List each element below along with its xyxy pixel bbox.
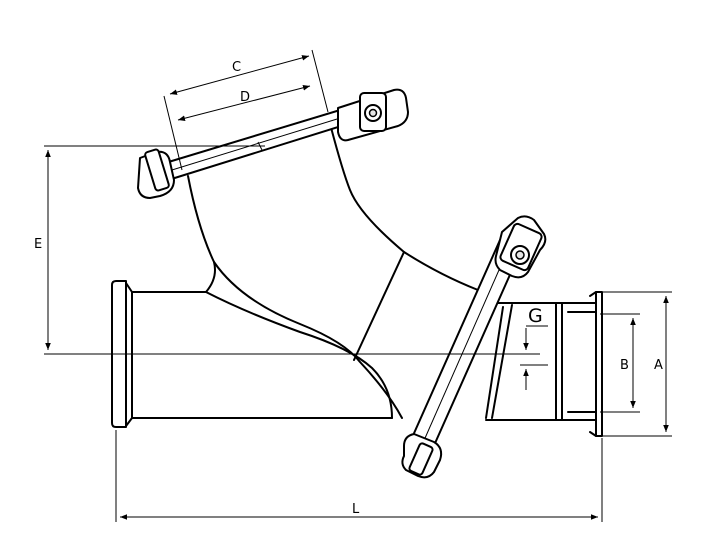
top-clamp-hinge-pin bbox=[144, 148, 170, 192]
dimension-b-extensions bbox=[600, 313, 640, 413]
dimension-g-label: G bbox=[528, 305, 543, 327]
dimension-d-line bbox=[177, 85, 311, 121]
branch-right-wall bbox=[327, 115, 479, 291]
dimension-e-tick bbox=[255, 141, 265, 151]
dimension-c-label: C bbox=[232, 60, 241, 75]
right-clamp-band-inner bbox=[421, 244, 511, 446]
dimension-a-extensions bbox=[602, 291, 672, 437]
right-clamp-hinge-pin bbox=[408, 442, 434, 476]
dimension-d-label: D bbox=[240, 90, 250, 105]
branch-left-wall bbox=[187, 175, 216, 293]
dimension-g: G bbox=[520, 305, 548, 390]
dimension-a-label: A bbox=[654, 358, 663, 373]
right-clamp-bolt-icon bbox=[515, 250, 525, 260]
dimension-e: E bbox=[34, 141, 265, 350]
top-clamp-band-inner bbox=[145, 110, 364, 179]
dimension-b: B bbox=[600, 313, 640, 413]
top-clamp bbox=[137, 88, 409, 199]
right-ferrule-inner bbox=[567, 311, 597, 413]
screen-edge bbox=[485, 306, 504, 419]
dimension-a: A bbox=[602, 291, 672, 437]
dimension-d: D bbox=[177, 85, 311, 121]
dimension-c-extension-left bbox=[163, 95, 183, 171]
right-ferrule-lip bbox=[589, 291, 597, 437]
branch-lower-sweep bbox=[205, 291, 393, 419]
right-ferrule-hub bbox=[561, 302, 597, 421]
branch-seam bbox=[353, 251, 405, 361]
dimension-l: L bbox=[115, 430, 603, 522]
dimension-b-label: B bbox=[620, 358, 629, 373]
dimension-l-label: L bbox=[352, 502, 360, 517]
top-clamp-bolt-icon bbox=[368, 108, 378, 118]
dimension-c-extension-right bbox=[311, 49, 329, 113]
dimension-e-label: E bbox=[34, 237, 42, 252]
screen-edge-inner bbox=[491, 304, 513, 419]
right-clamp bbox=[401, 215, 547, 479]
branch-inner-sweep bbox=[213, 261, 403, 419]
